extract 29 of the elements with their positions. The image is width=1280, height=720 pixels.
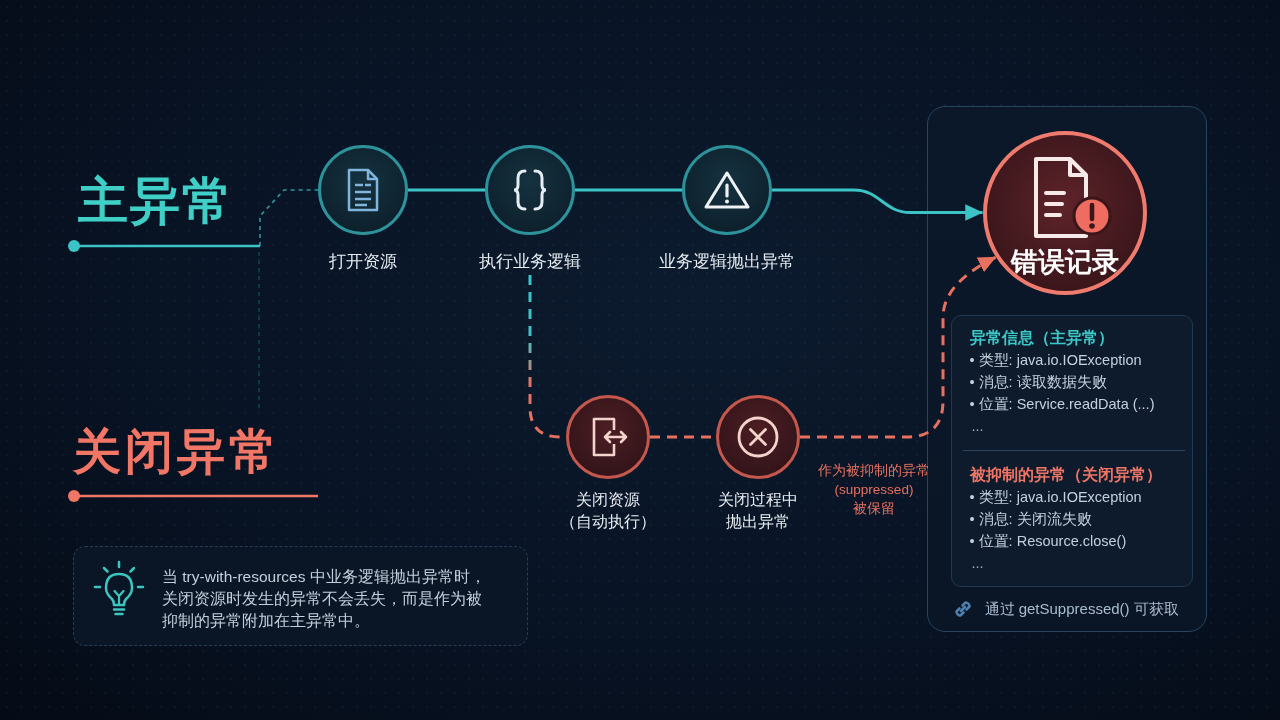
info-line: ...	[970, 553, 984, 573]
info-panel	[927, 106, 1207, 632]
info-line: • 消息: 读取数据失败	[969, 372, 1107, 392]
info-card	[950, 314, 1193, 587]
note-box	[73, 546, 528, 646]
info-line: • 类型: java.io.IOException	[969, 350, 1142, 370]
step-label: 关闭过程中抛出异常	[717, 490, 799, 532]
info-line: • 消息: 关闭流失败	[969, 509, 1092, 529]
connector-line	[259, 189, 319, 247]
connector-line	[408, 188, 485, 192]
section-heading: 被抑制的异常（关闭异常）	[969, 464, 1162, 485]
arrow	[800, 255, 997, 439]
arrow	[772, 188, 984, 221]
lane-heading: 关闭异常	[73, 424, 281, 480]
footer-note: 通过 getSuppressed() 可获取	[984, 598, 1179, 619]
note-text: 当 try-with-resources 中业务逻辑抛出异常时，关闭资源时发生的异常不会丢失，而是作为被抑制的异常附加在主异常中。	[162, 567, 487, 631]
info-line: ...	[970, 416, 984, 436]
step-label: 打开资源	[328, 251, 398, 273]
info-line: • 类型: java.io.IOException	[969, 487, 1142, 507]
connector-line	[575, 188, 682, 192]
info-line: • 位置: Resource.close()	[969, 531, 1127, 551]
step-label: 业务逻辑抛出异常	[658, 251, 796, 273]
info-line: • 位置: Service.readData (...)	[969, 394, 1155, 414]
section-heading: 异常信息（主异常）	[969, 327, 1114, 348]
step-label: 关闭资源（自动执行）	[559, 490, 657, 532]
edge-label: 作为被抑制的异常 (suppressed) 被保留	[818, 462, 930, 518]
step-label: 执行业务逻辑	[478, 251, 582, 273]
lane-heading: 主异常	[78, 172, 234, 231]
record-label: 错误记录	[1009, 245, 1120, 279]
